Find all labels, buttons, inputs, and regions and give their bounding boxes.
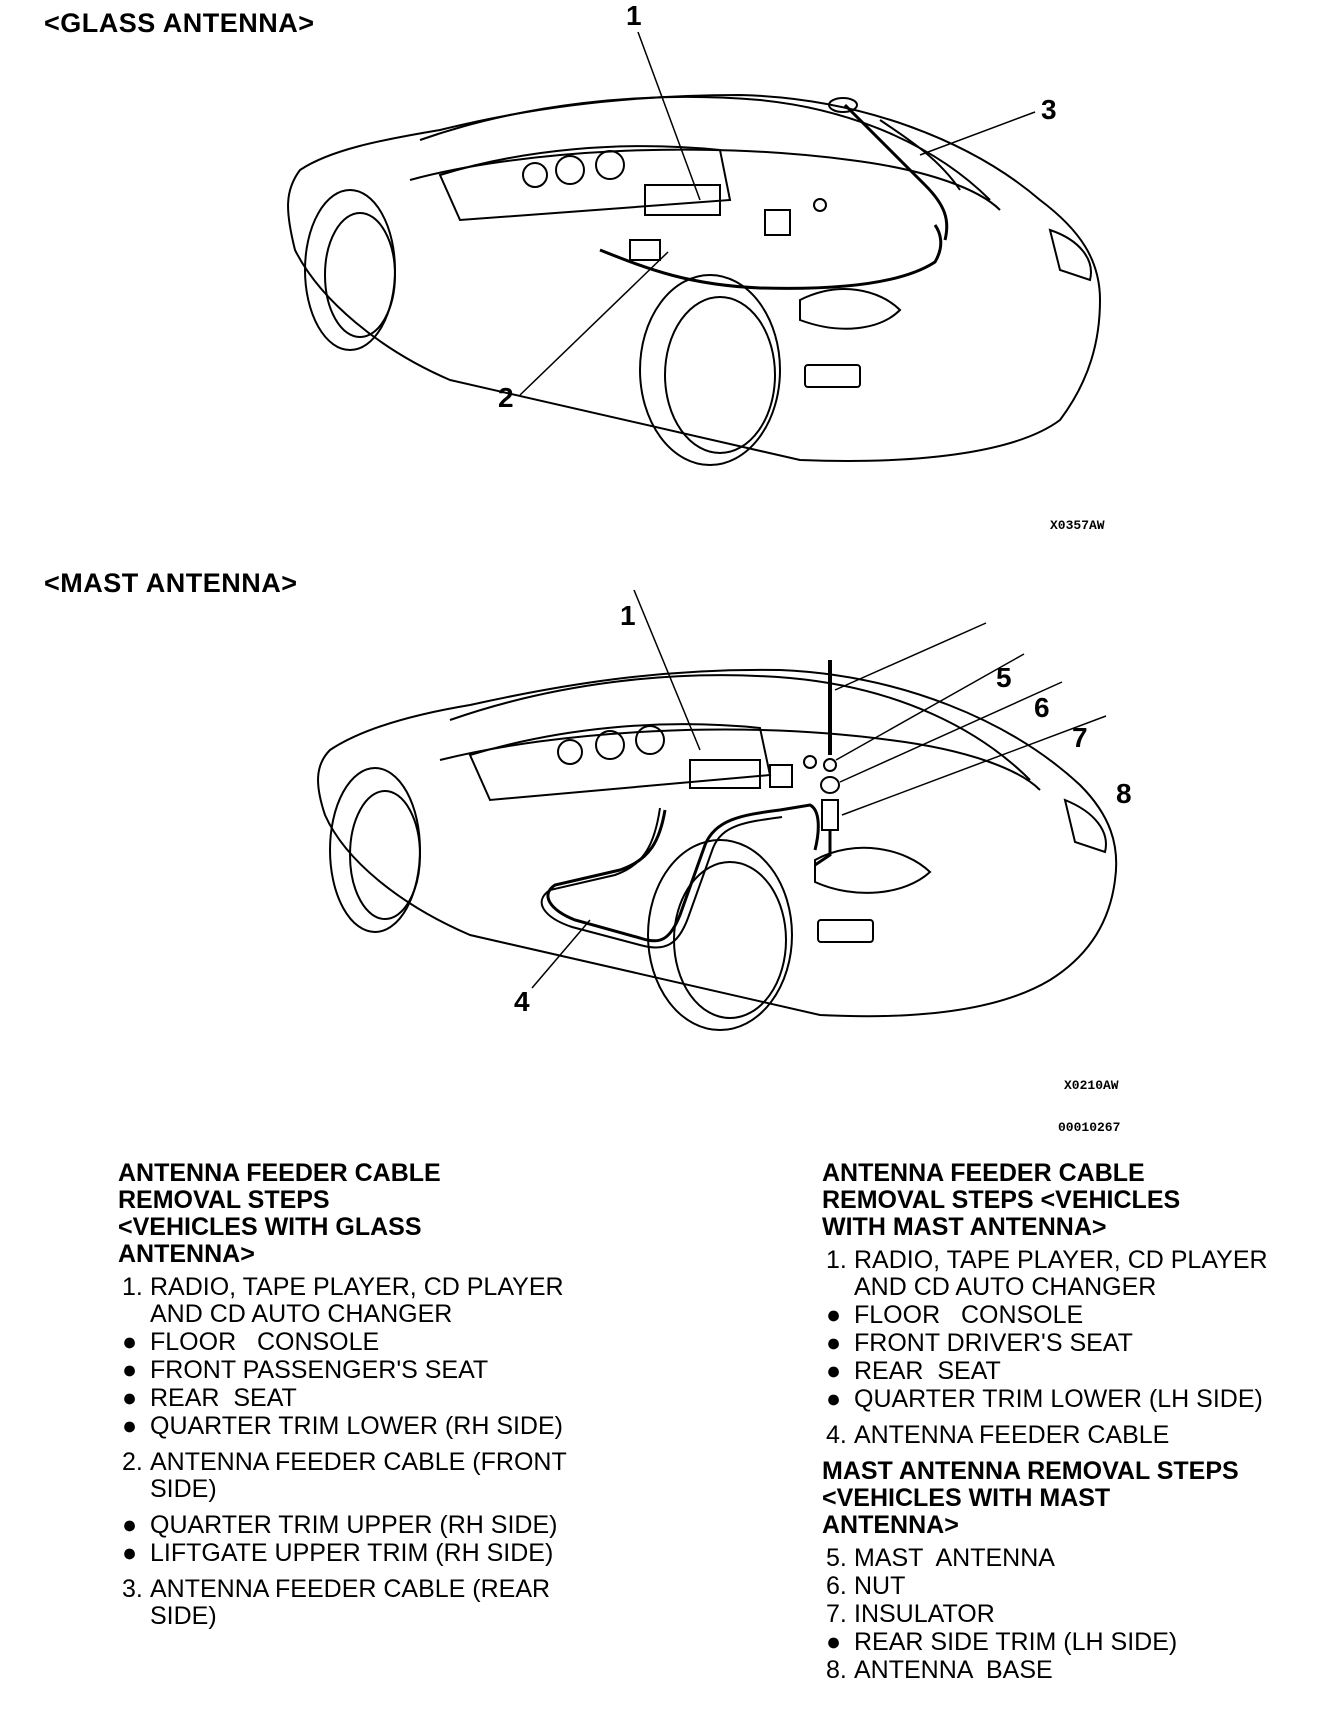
step-item: ● QUARTER TRIM LOWER (RH SIDE): [118, 1413, 618, 1440]
bullet-icon: ●: [122, 1511, 138, 1539]
glass-removal-steps: ANTENNA FEEDER CABLE REMOVAL STEPS <VEHI…: [118, 1160, 618, 1631]
step-marker: 1.: [122, 1273, 143, 1301]
step-item: ● FRONT DRIVER'S SEAT: [822, 1330, 1322, 1357]
step-text: ANTENNA FEEDER CABLE (REAR SIDE): [150, 1575, 551, 1630]
step-marker: 1.: [826, 1246, 847, 1274]
step-text: MAST ANTENNA: [854, 1544, 1055, 1572]
step-item: 1.RADIO, TAPE PLAYER, CD PLAYER AND CD A…: [118, 1274, 618, 1328]
step-item: 5.MAST ANTENNA: [822, 1545, 1322, 1572]
header-line: MAST ANTENNA REMOVAL STEPS: [822, 1457, 1239, 1485]
header-line: <VEHICLES WITH MAST: [822, 1484, 1111, 1512]
bullet-icon: ●: [122, 1539, 138, 1567]
step-text: QUARTER TRIM LOWER (LH SIDE): [854, 1385, 1263, 1413]
bullet-icon: ●: [122, 1328, 138, 1356]
bullet-icon: ●: [122, 1356, 138, 1384]
step-item: 7.INSULATOR: [822, 1601, 1322, 1628]
glass-steps-header: ANTENNA FEEDER CABLE REMOVAL STEPS <VEHI…: [118, 1160, 618, 1268]
step-item: 3.ANTENNA FEEDER CABLE (REAR SIDE): [118, 1576, 618, 1630]
step-marker: 2.: [122, 1448, 143, 1476]
bullet-icon: ●: [122, 1384, 138, 1412]
mast-callout-1: 1: [620, 600, 636, 631]
step-text: QUARTER TRIM UPPER (RH SIDE): [150, 1511, 558, 1539]
step-item: 6.NUT: [822, 1573, 1322, 1600]
glass-antenna-title: <GLASS ANTENNA>: [44, 8, 315, 38]
step-item: ● REAR SEAT: [822, 1358, 1322, 1385]
step-marker: 4.: [826, 1421, 847, 1449]
mast-callout-7: 7: [1072, 722, 1088, 753]
step-item: ● QUARTER TRIM UPPER (RH SIDE): [118, 1512, 618, 1539]
step-text: FLOOR CONSOLE: [150, 1328, 380, 1356]
step-text: QUARTER TRIM LOWER (RH SIDE): [150, 1412, 563, 1440]
step-text: REAR SIDE TRIM (LH SIDE): [854, 1628, 1178, 1656]
header-line: ANTENNA FEEDER CABLE: [118, 1159, 441, 1187]
step-marker: 6.: [826, 1572, 847, 1600]
mast-callout-5: 5: [996, 662, 1012, 693]
header-line: REMOVAL STEPS <VEHICLES: [822, 1186, 1181, 1214]
bullet-icon: ●: [826, 1357, 842, 1385]
step-text: REAR SEAT: [854, 1357, 1001, 1385]
step-text: FRONT DRIVER'S SEAT: [854, 1329, 1133, 1357]
step-text: INSULATOR: [854, 1600, 995, 1628]
step-item: 8.ANTENNA BASE: [822, 1657, 1322, 1684]
document-code: 00010267: [1058, 1120, 1121, 1135]
mast-callout-8: 8: [1116, 778, 1132, 809]
step-item: 1.RADIO, TAPE PLAYER, CD PLAYER AND CD A…: [822, 1247, 1322, 1301]
step-item: ● FRONT PASSENGER'S SEAT: [118, 1357, 618, 1384]
bullet-icon: ●: [826, 1301, 842, 1329]
step-text: ANTENNA FEEDER CABLE: [854, 1421, 1170, 1449]
step-text: RADIO, TAPE PLAYER, CD PLAYER AND CD AUT…: [150, 1273, 564, 1328]
mast-figure-code: X0210AW: [1064, 1078, 1119, 1093]
header-line: ANTENNA>: [822, 1511, 959, 1539]
mast-callout-4: 4: [514, 986, 530, 1017]
step-marker: 3.: [122, 1575, 143, 1603]
mast-antenna-title: <MAST ANTENNA>: [44, 568, 298, 598]
header-line: WITH MAST ANTENNA>: [822, 1213, 1107, 1241]
bullet-icon: ●: [826, 1385, 842, 1413]
step-text: ANTENNA FEEDER CABLE (FRONT SIDE): [150, 1448, 567, 1503]
step-item: ● REAR SEAT: [118, 1385, 618, 1412]
step-marker: 7.: [826, 1600, 847, 1628]
step-marker: 5.: [826, 1544, 847, 1572]
glass-callout-3: 3: [1041, 94, 1057, 125]
step-text: REAR SEAT: [150, 1384, 297, 1412]
mast-antenna-steps-header: MAST ANTENNA REMOVAL STEPS <VEHICLES WIT…: [822, 1458, 1322, 1539]
header-line: ANTENNA FEEDER CABLE: [822, 1159, 1145, 1187]
glass-antenna-diagram: [287, 31, 1102, 466]
bullet-icon: ●: [826, 1329, 842, 1357]
step-item: 4.ANTENNA FEEDER CABLE: [822, 1422, 1322, 1449]
step-text: FRONT PASSENGER'S SEAT: [150, 1356, 489, 1384]
glass-figure-code: X0357AW: [1050, 518, 1105, 533]
step-text: LIFTGATE UPPER TRIM (RH SIDE): [150, 1539, 554, 1567]
step-item: ● FLOOR CONSOLE: [822, 1302, 1322, 1329]
step-text: ANTENNA BASE: [854, 1656, 1053, 1684]
mast-steps-header: ANTENNA FEEDER CABLE REMOVAL STEPS <VEHI…: [822, 1160, 1322, 1241]
glass-callout-1: 1: [626, 0, 642, 31]
step-item: ● LIFTGATE UPPER TRIM (RH SIDE): [118, 1540, 618, 1567]
header-line: <VEHICLES WITH GLASS: [118, 1213, 422, 1241]
mast-callout-6: 6: [1034, 692, 1050, 723]
step-text: RADIO, TAPE PLAYER, CD PLAYER AND CD AUT…: [854, 1246, 1268, 1301]
bullet-icon: ●: [826, 1628, 842, 1656]
step-item: 2.ANTENNA FEEDER CABLE (FRONT SIDE): [118, 1449, 618, 1503]
step-item: ● QUARTER TRIM LOWER (LH SIDE): [822, 1386, 1322, 1413]
bullet-icon: ●: [122, 1412, 138, 1440]
step-text: FLOOR CONSOLE: [854, 1301, 1084, 1329]
step-text: NUT: [854, 1572, 906, 1600]
step-item: ● REAR SIDE TRIM (LH SIDE): [822, 1629, 1322, 1656]
mast-antenna-diagram: [317, 589, 1118, 1031]
step-item: ● FLOOR CONSOLE: [118, 1329, 618, 1356]
glass-callout-2: 2: [498, 382, 514, 413]
header-line: REMOVAL STEPS: [118, 1186, 330, 1214]
header-line: ANTENNA>: [118, 1240, 255, 1268]
step-marker: 8.: [826, 1656, 847, 1684]
mast-removal-steps: ANTENNA FEEDER CABLE REMOVAL STEPS <VEHI…: [822, 1160, 1322, 1685]
